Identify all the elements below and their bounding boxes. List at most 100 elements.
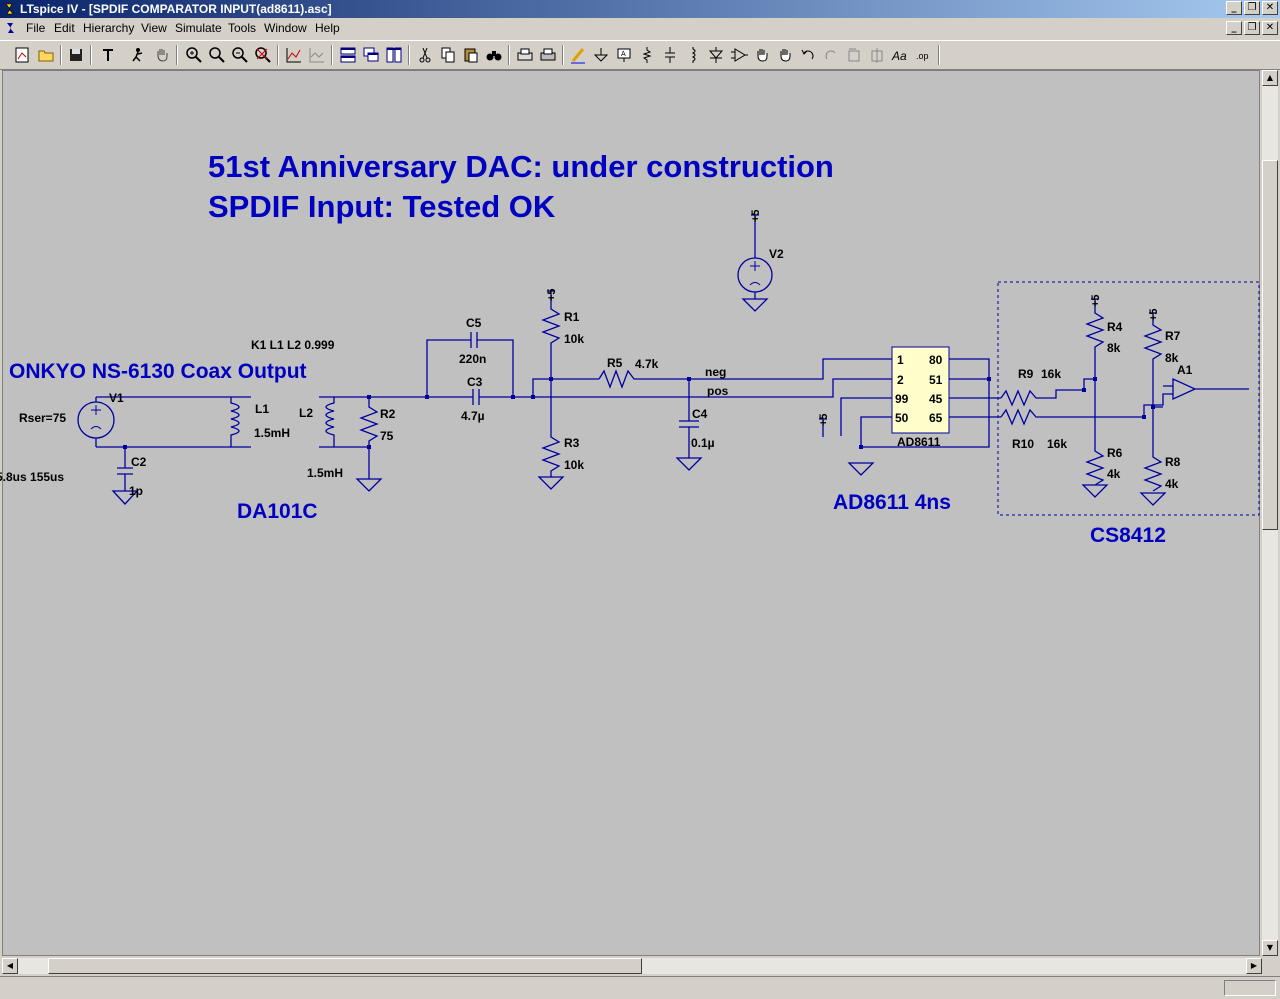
toolbar-diode-icon[interactable]	[706, 45, 726, 65]
r6-symbol[interactable]	[1081, 446, 1109, 498]
toolbar-redo-icon[interactable]	[821, 45, 841, 65]
supply-r4[interactable]: +5	[1090, 294, 1102, 307]
toolbar-undo-icon[interactable]	[798, 45, 818, 65]
toolbar-text-icon[interactable]: Aa	[890, 45, 910, 65]
source-label[interactable]: ONKYO NS-6130 Coax Output	[9, 360, 307, 383]
r10-value[interactable]: 16k	[1047, 437, 1067, 451]
v1-value[interactable]: 5.8us 155us	[0, 470, 64, 484]
r8-value[interactable]: 4k	[1165, 477, 1179, 491]
r2-symbol[interactable]	[359, 397, 379, 447]
toolbar-move-icon[interactable]	[752, 45, 772, 65]
scroll-right-arrow-icon[interactable]: ▶	[1246, 958, 1262, 974]
schematic-title-line2[interactable]: SPDIF Input: Tested OK	[208, 189, 556, 224]
c2-label[interactable]: C2	[131, 455, 147, 469]
menu-window[interactable]: Window	[264, 21, 307, 35]
scroll-down-arrow-icon[interactable]: ▼	[1262, 940, 1278, 956]
toolbar-ground-icon[interactable]	[591, 45, 611, 65]
toolbar-resistor-icon[interactable]	[637, 45, 657, 65]
c4-symbol[interactable]	[675, 379, 703, 471]
r1-label[interactable]: R1	[564, 310, 580, 324]
menu-edit[interactable]: Edit	[54, 21, 75, 35]
toolbar-draw-wire-icon[interactable]	[568, 45, 588, 65]
document-icon[interactable]	[4, 21, 18, 35]
c4-label[interactable]: C4	[692, 407, 708, 421]
menu-file[interactable]: File	[26, 21, 46, 35]
l1-value[interactable]: 1.5mH	[254, 426, 290, 440]
toolbar-zoom-fit-icon[interactable]	[253, 45, 273, 65]
menu-view[interactable]: View	[141, 21, 167, 35]
schematic-drawing[interactable]: 1 80 2 51 99 45 50 65 51st Anniversary D…	[0, 71, 1260, 955]
c2-symbol[interactable]	[117, 467, 133, 491]
r5-value[interactable]: 4.7k	[635, 357, 659, 371]
menu-tools[interactable]: Tools	[228, 21, 257, 35]
minimize-button[interactable]: _	[1226, 1, 1242, 15]
r5-symbol[interactable]	[598, 369, 689, 389]
ad8611-ic-body[interactable]	[891, 346, 950, 434]
toolbar-run-icon[interactable]	[128, 45, 148, 65]
c5-symbol[interactable]	[470, 332, 478, 348]
receiver-label[interactable]: CS8412	[1090, 524, 1166, 547]
c5-value[interactable]: 220n	[459, 352, 486, 366]
r1-symbol[interactable]	[541, 297, 561, 431]
r2-value[interactable]: 75	[380, 429, 394, 443]
toolbar-cut-icon[interactable]	[415, 45, 435, 65]
ad8611-label[interactable]: AD8611	[897, 435, 941, 449]
c3-value[interactable]: 4.7µ	[461, 409, 485, 423]
schematic-canvas[interactable]: 1 80 2 51 99 45 50 65 51st Anniversary D…	[0, 70, 1260, 956]
net-pos[interactable]: pos	[707, 384, 729, 398]
toolbar-pan-icon[interactable]	[152, 45, 172, 65]
doc-minimize-button[interactable]: _	[1226, 21, 1242, 35]
coupling-directive[interactable]: K1 L1 L2 0.999	[251, 338, 335, 352]
toolbar-save-icon[interactable]	[66, 45, 86, 65]
r3-value[interactable]: 10k	[564, 458, 584, 472]
doc-close-button[interactable]: ✕	[1262, 21, 1278, 35]
rser-label[interactable]: Rser=75	[19, 411, 66, 425]
menu-simulate[interactable]: Simulate	[175, 21, 222, 35]
r9-value[interactable]: 16k	[1041, 367, 1061, 381]
cs8412-box[interactable]	[997, 281, 1260, 516]
r9-label[interactable]: R9	[1018, 367, 1034, 381]
r4-value[interactable]: 8k	[1107, 341, 1121, 355]
maximize-button[interactable]: ❐	[1244, 1, 1260, 15]
c3-label[interactable]: C3	[467, 375, 483, 389]
toolbar-inductor-icon[interactable]	[683, 45, 703, 65]
r5-label[interactable]: R5	[607, 356, 623, 370]
r6-value[interactable]: 4k	[1107, 467, 1121, 481]
toolbar-autorange-icon[interactable]	[307, 45, 327, 65]
r9-symbol[interactable]	[1000, 389, 1084, 407]
toolbar-zoom-in-icon[interactable]	[184, 45, 204, 65]
toolbar-new-schematic-icon[interactable]	[12, 45, 32, 65]
c4-value[interactable]: 0.1µ	[691, 436, 715, 450]
supply-r1[interactable]: +5	[546, 288, 558, 301]
doc-restore-button[interactable]: ❐	[1244, 21, 1260, 35]
toolbar-cascade-icon[interactable]	[361, 45, 381, 65]
v2-label[interactable]: V2	[769, 247, 784, 261]
scroll-left-arrow-icon[interactable]: ◀	[2, 958, 18, 974]
toolbar-drag-icon[interactable]	[775, 45, 795, 65]
r7-value[interactable]: 8k	[1165, 351, 1179, 365]
r3-symbol[interactable]	[537, 431, 565, 490]
r1-value[interactable]: 10k	[564, 332, 584, 346]
toolbar-tile-vertical-icon[interactable]	[384, 45, 404, 65]
r3-label[interactable]: R3	[564, 436, 580, 450]
c2-value[interactable]: 1p	[129, 484, 143, 498]
toolbar-component-icon[interactable]	[729, 45, 749, 65]
l2-label[interactable]: L2	[299, 406, 313, 420]
r4-label[interactable]: R4	[1107, 320, 1123, 334]
close-button[interactable]: ✕	[1262, 1, 1278, 15]
r6-label[interactable]: R6	[1107, 446, 1123, 460]
schematic-title-line1[interactable]: 51st Anniversary DAC: under construction	[208, 149, 834, 184]
toolbar-label-net-icon[interactable]: A	[614, 45, 634, 65]
toolbar-zoom-rect-icon[interactable]	[207, 45, 227, 65]
toolbar-print-setup-icon[interactable]	[515, 45, 535, 65]
vertical-scroll-thumb[interactable]	[1262, 160, 1278, 530]
toolbar-control-panel-icon[interactable]	[98, 45, 118, 65]
toolbar-capacitor-icon[interactable]	[660, 45, 680, 65]
toolbar-open-icon[interactable]	[36, 45, 56, 65]
c5-label[interactable]: C5	[466, 316, 482, 330]
r8-symbol[interactable]	[1139, 451, 1167, 506]
supply-r7[interactable]: +5	[1148, 308, 1160, 321]
c3-symbol[interactable]	[472, 389, 480, 405]
comparator-label[interactable]: AD8611 4ns	[833, 491, 951, 514]
horizontal-scroll-thumb[interactable]	[48, 958, 642, 974]
